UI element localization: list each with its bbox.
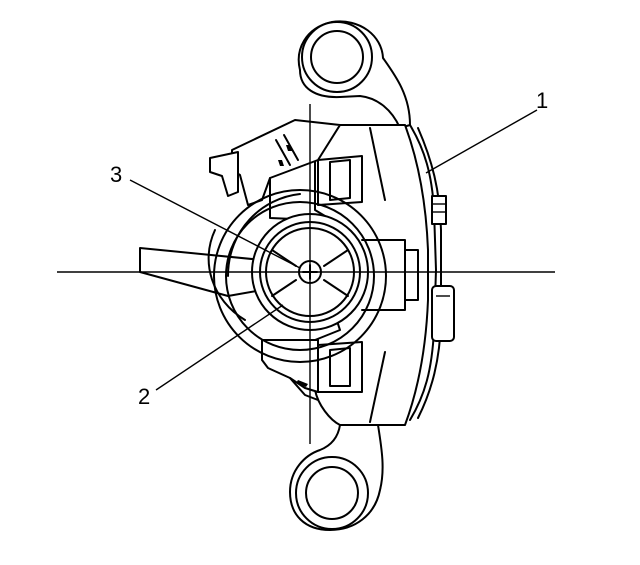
callout-1: 1 — [536, 88, 548, 113]
upper-mounting-boss — [297, 20, 411, 129]
caliper-bracket — [409, 124, 455, 421]
callout-3: 3 — [110, 162, 122, 187]
upper-pad-clip — [209, 119, 341, 221]
leader-line-3 — [129, 179, 301, 269]
inboard-arm — [139, 229, 263, 321]
lower-mounting-boss — [289, 424, 384, 531]
centerlines — [57, 104, 555, 444]
leader-lines — [129, 109, 538, 391]
callout-2: 2 — [138, 384, 150, 409]
callout-labels: 1 2 3 — [110, 88, 548, 409]
leader-line-1 — [425, 109, 538, 174]
leader-line-2 — [155, 304, 284, 391]
